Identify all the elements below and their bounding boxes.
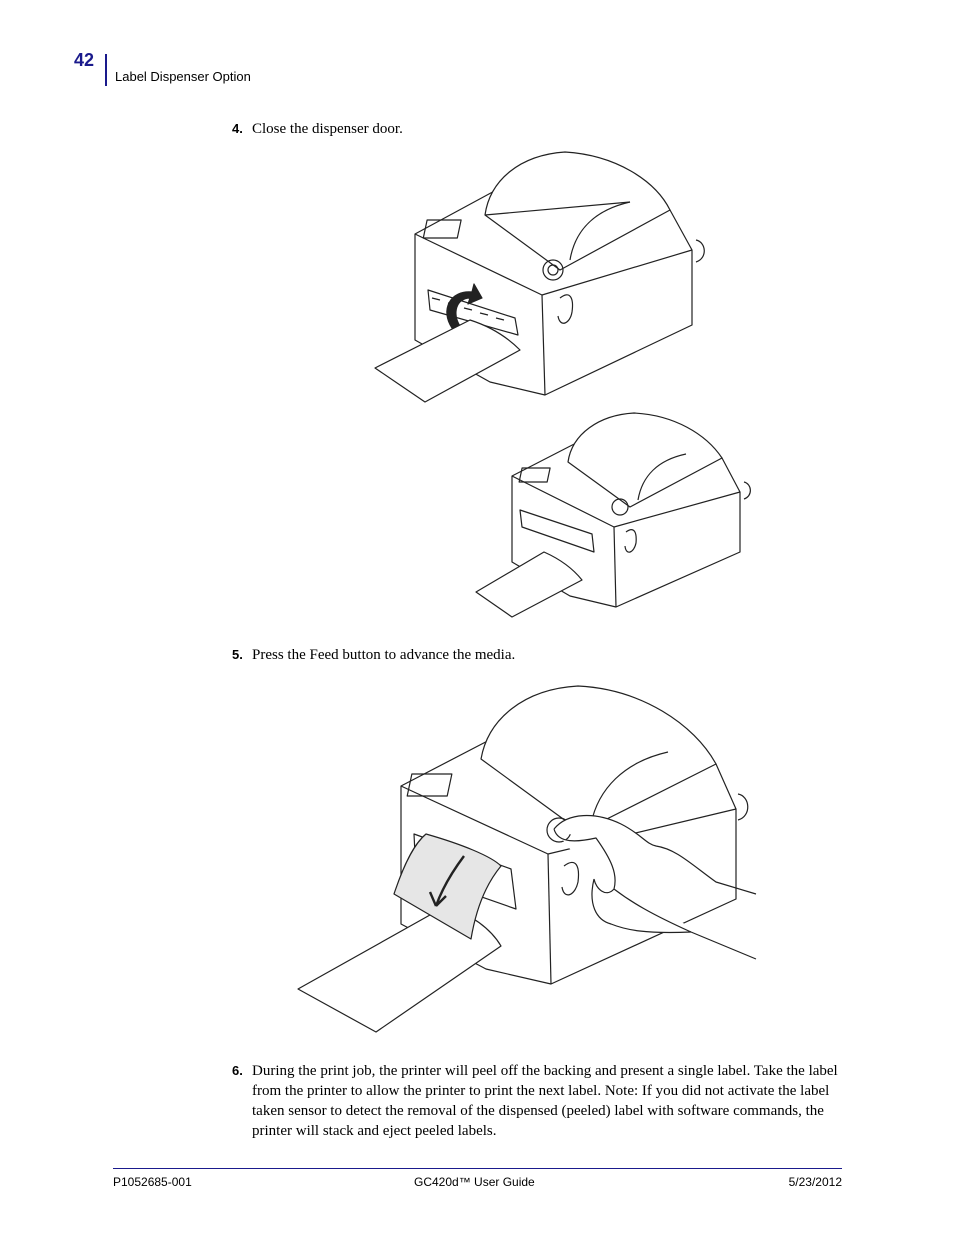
step-text: During the print job, the printer will p… <box>252 1063 838 1139</box>
printer-cover <box>485 152 670 270</box>
release-latch-icon <box>625 530 636 553</box>
footer-date: 5/23/2012 <box>788 1175 842 1189</box>
feed-button-icon <box>543 260 563 280</box>
printer-cover <box>481 686 716 832</box>
footer-divider <box>113 1168 842 1169</box>
cover-ridge <box>591 752 668 824</box>
page-number: 42 <box>74 50 95 70</box>
cover-seam <box>485 202 630 215</box>
side-knob <box>744 482 750 499</box>
status-window <box>407 774 452 796</box>
status-window <box>519 468 550 482</box>
release-latch-icon <box>558 295 573 323</box>
printer-corner-edge <box>548 854 551 984</box>
step-number: 6. <box>232 1063 243 1078</box>
printer-door-closed-illustration <box>474 412 754 617</box>
status-window <box>423 220 461 238</box>
footer-doc-number: P1052685-001 <box>113 1175 192 1189</box>
cover-ridge <box>570 202 630 260</box>
section-title: Label Dispenser Option <box>115 69 251 84</box>
step-text: Close the dispenser door. <box>252 121 403 137</box>
step-number: 4. <box>232 121 243 136</box>
peeled-label <box>394 834 501 939</box>
dispenser-door <box>520 510 594 552</box>
printer-door-closing-illustration <box>370 150 715 410</box>
step-4: 4. Close the dispenser door. <box>232 119 842 139</box>
side-knob <box>738 794 748 820</box>
header-divider <box>105 54 107 86</box>
hand-icon <box>554 816 756 959</box>
step-text: Press the Feed button to advance the med… <box>252 647 516 663</box>
printer-corner-edge <box>614 527 616 607</box>
label-backing <box>476 552 582 617</box>
release-latch-icon <box>562 862 578 894</box>
printer-cover <box>568 413 722 507</box>
label-backing <box>375 320 520 402</box>
cover-ridge <box>638 454 686 500</box>
footer-guide-title: GC420d™ User Guide <box>414 1175 535 1189</box>
step-number: 5. <box>232 647 243 662</box>
down-arrow-icon <box>430 856 464 906</box>
press-feed-button-illustration <box>296 684 756 1034</box>
side-knob <box>696 240 704 262</box>
feed-button-icon <box>612 499 628 515</box>
printer-corner-edge <box>542 295 545 395</box>
step-6: 6. During the print job, the printer wil… <box>232 1061 842 1141</box>
curved-arrow-icon <box>447 284 482 328</box>
step-5: 5. Press the Feed button to advance the … <box>232 645 842 665</box>
